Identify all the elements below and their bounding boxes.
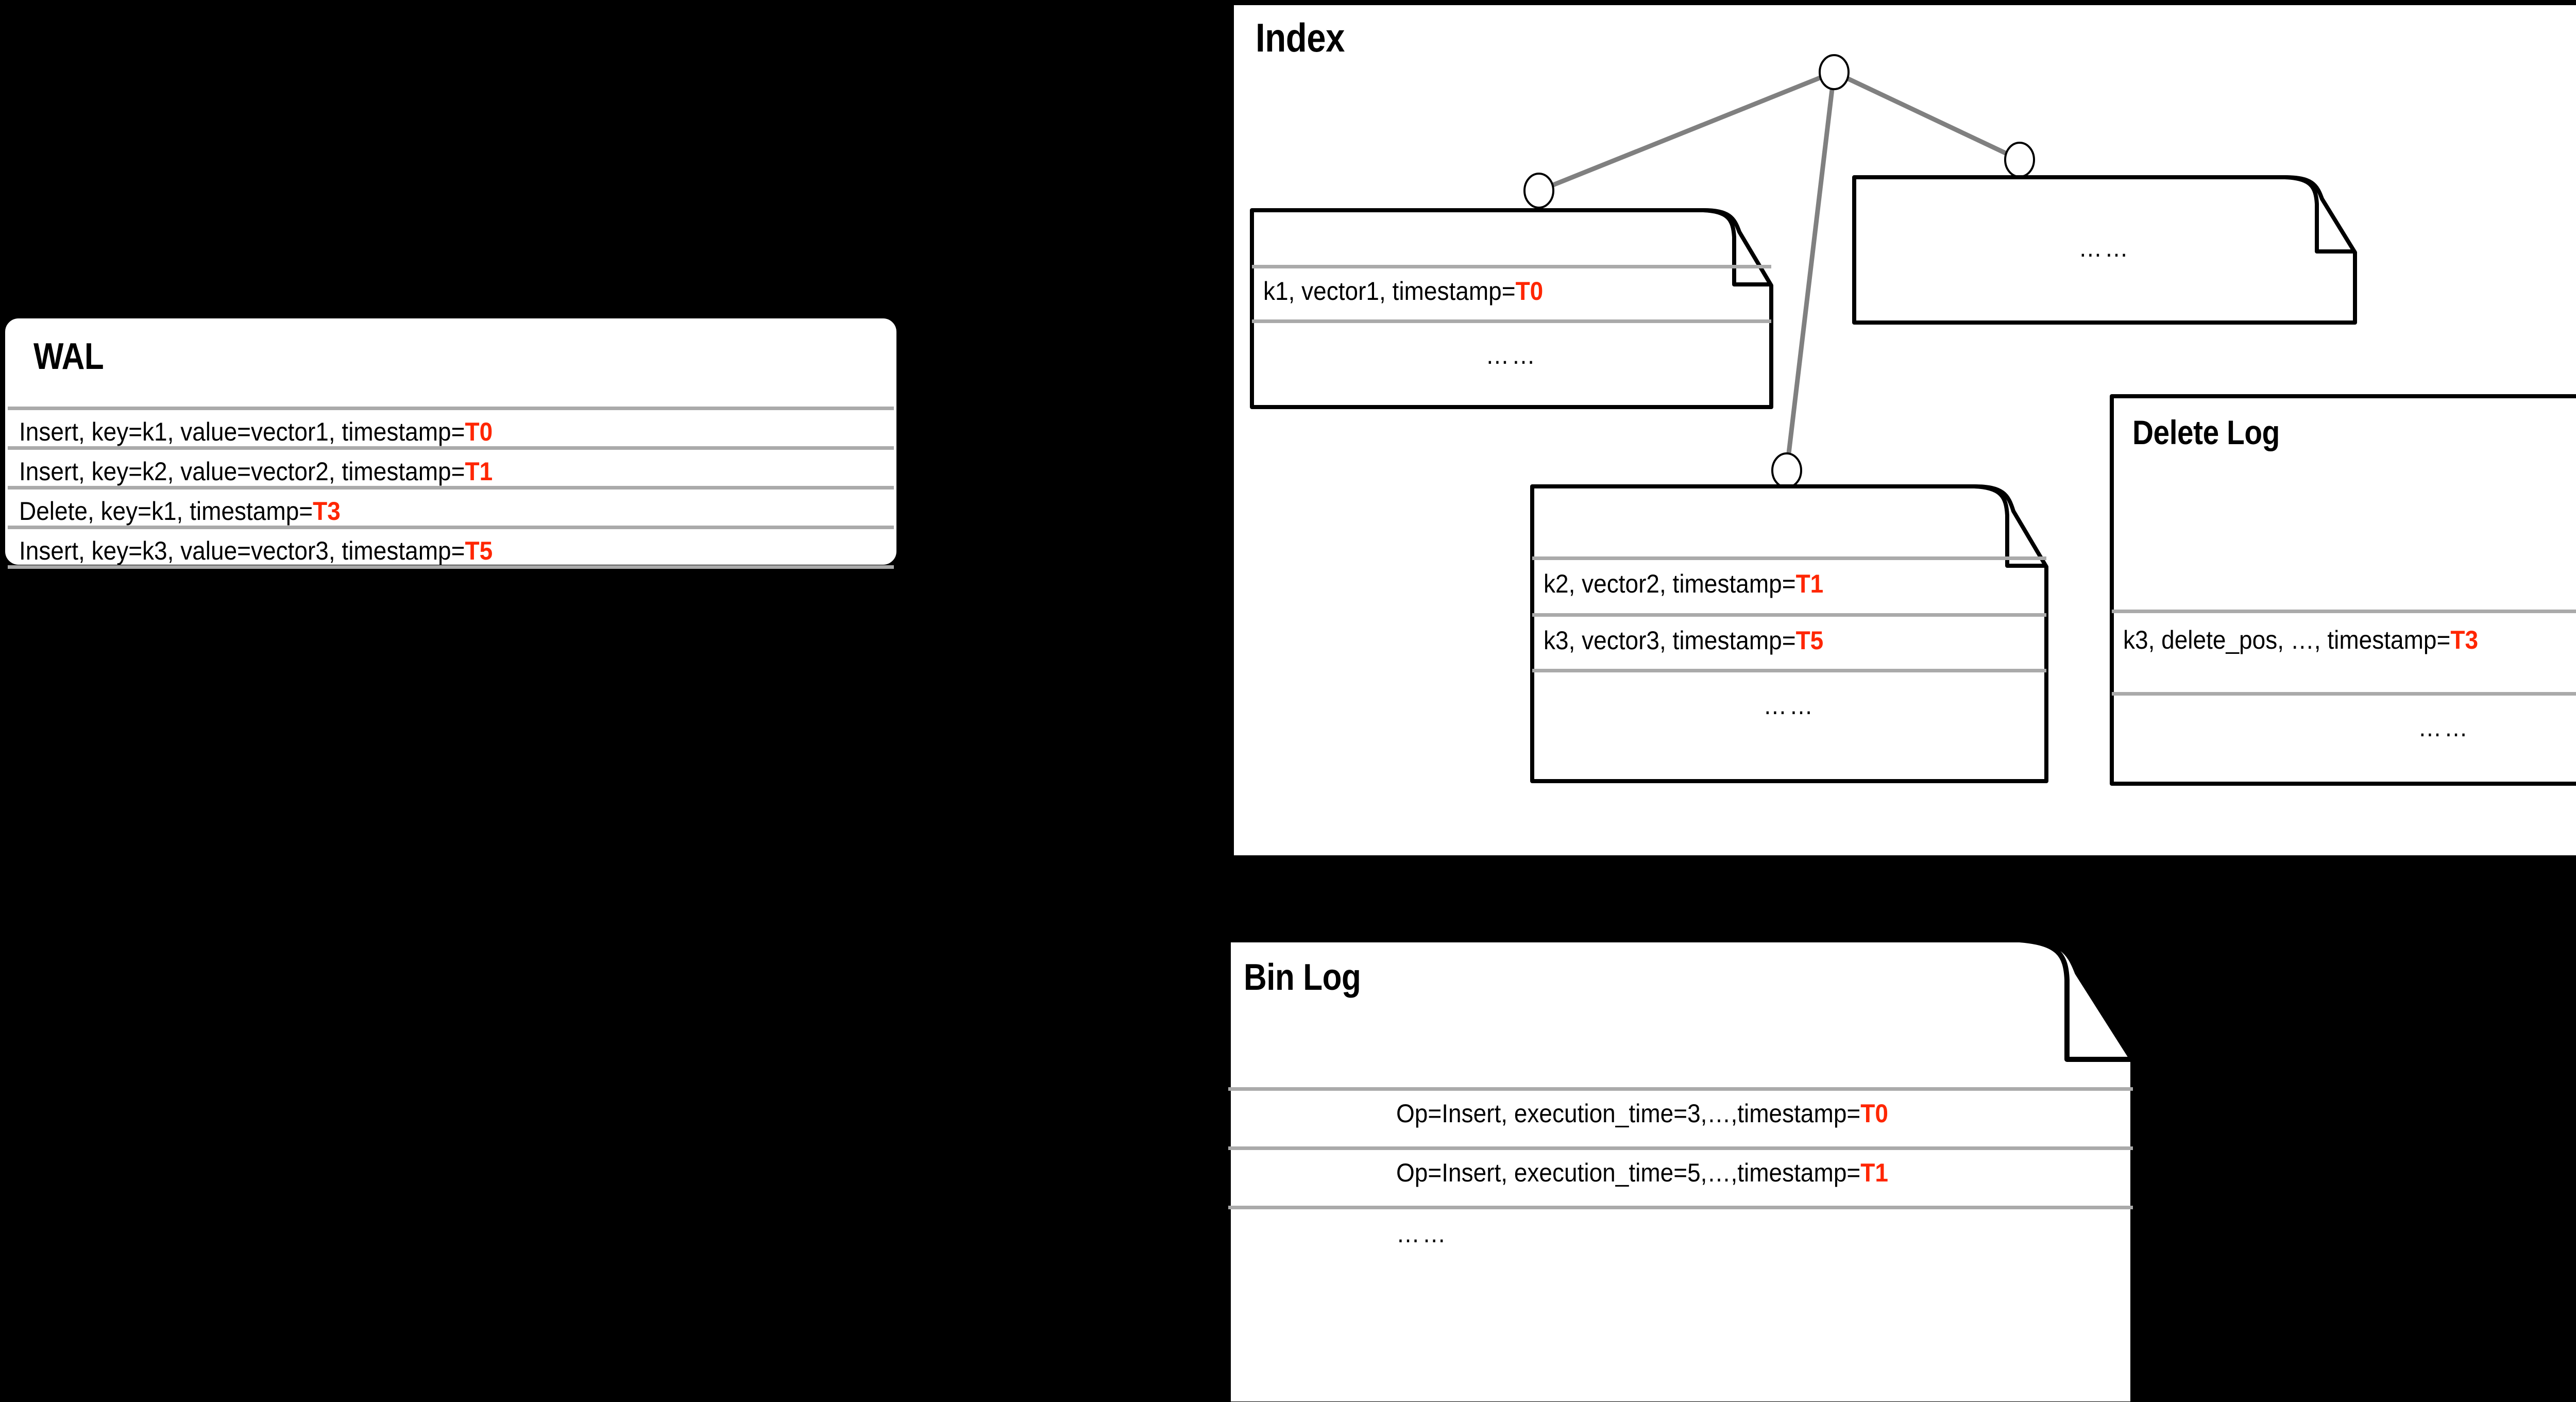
segment-k2-k3-rule-0 (1532, 556, 2046, 560)
tree-node-left (1523, 173, 1554, 209)
segment-k2-k3-row-0-text: k2, vector2, timestamp= (1544, 569, 1796, 598)
wal-row-0-timestamp: T0 (465, 417, 493, 446)
segment-ellipsis-row-0: …… (2078, 233, 2131, 262)
wal-rule-0 (8, 407, 894, 410)
wal-row-3-timestamp: T5 (465, 536, 493, 565)
segment-k2-k3-row-1: k3, vector3, timestamp=T5 (1544, 626, 1823, 655)
bin-log-row-0-timestamp: T0 (1860, 1099, 1888, 1128)
index-panel: Index (1234, 5, 2576, 855)
segment-k2-k3-row-0: k2, vector2, timestamp=T1 (1544, 569, 1823, 599)
segment-k1-row-1: …… (1485, 341, 1538, 369)
segment-k1-rule-1 (1252, 319, 1771, 323)
segment-ellipsis-paper (1852, 175, 2357, 325)
delete-log-row-0-text: k3, delete_pos, …, timestamp= (2123, 626, 2451, 654)
segment-k2-k3-rule-1 (1532, 613, 2046, 617)
delete-log-row-0-timestamp: T3 (2450, 626, 2479, 654)
wal-card: WAL Insert, key=k1, value=vector1, times… (5, 318, 896, 605)
segment-k2-k3-paper (1530, 484, 2048, 783)
bin-log-rule-2 (1228, 1206, 2133, 1209)
wal-row-2-timestamp: T3 (313, 497, 341, 526)
wal-row-1-timestamp: T1 (465, 457, 493, 486)
bin-log-paper (1226, 937, 2136, 1402)
segment-k2-k3-row-2: …… (1763, 691, 1816, 720)
segment-ellipsis-doc: …… (1852, 175, 2357, 325)
bin-log-row-0: Op=Insert, execution_time=3,…,timestamp=… (1396, 1099, 1888, 1128)
wal-row-4-text: …… (19, 576, 72, 605)
segment-k1-row-0-text: k1, vector1, timestamp= (1263, 277, 1516, 306)
wal-row-0-text: Insert, key=k1, value=vector1, timestamp… (19, 417, 465, 446)
segment-k2-k3-row-1-text: k3, vector3, timestamp= (1544, 626, 1796, 655)
bin-log-row-2: …… (1396, 1219, 1449, 1248)
wal-row-2: Delete, key=k1, timestamp=T3 (19, 496, 341, 526)
segment-k1-row-0: k1, vector1, timestamp=T0 (1263, 276, 1543, 306)
bin-log-row-0-text: Op=Insert, execution_time=3,…,timestamp= (1396, 1099, 1861, 1128)
bin-log-rule-0 (1228, 1087, 2133, 1091)
wal-rule-1 (8, 446, 894, 450)
tree-edge-root-bottom (1784, 72, 1837, 471)
wal-rule-4 (8, 565, 894, 569)
bin-log-doc: Bin Log Op=Insert, execution_time=3,…,ti… (1226, 937, 2228, 1402)
segment-k1-rule-0 (1252, 265, 1771, 268)
bin-log-row-1-text: Op=Insert, execution_time=5,…,timestamp= (1396, 1158, 1861, 1187)
tree-node-root (1819, 54, 1850, 90)
wal-row-4: …… (19, 576, 71, 605)
bin-log-row-1-timestamp: T1 (1860, 1158, 1888, 1187)
segment-k2-k3-row-0-timestamp: T1 (1795, 569, 1824, 598)
wal-title: WAL (33, 336, 104, 377)
wal-rule-2 (8, 486, 894, 489)
bin-log-row-1: Op=Insert, execution_time=5,…,timestamp=… (1396, 1158, 1888, 1188)
wal-row-0: Insert, key=k1, value=vector1, timestamp… (19, 417, 493, 447)
segment-k1-paper (1250, 208, 1773, 409)
segment-k1-row-0-timestamp: T0 (1515, 277, 1544, 306)
tree-edge-root-right (1833, 70, 2021, 162)
wal-rule-3 (8, 526, 894, 529)
wal-row-1: Insert, key=k2, value=vector2, timestamp… (19, 457, 493, 486)
delete-log-rule-1 (2112, 692, 2576, 696)
delete-log-row-0: k3, delete_pos, …, timestamp=T3 (2123, 625, 2478, 655)
delete-log-title: Delete Log (2132, 413, 2280, 451)
delete-log-rule-0 (2112, 610, 2576, 613)
wal-row-3: Insert, key=k3, value=vector3, timestamp… (19, 536, 493, 566)
delete-log-row-1: …… (2418, 713, 2470, 742)
tree-node-bottom (1771, 452, 1802, 488)
bin-log-title: Bin Log (1244, 957, 1361, 998)
delete-log-paper (2110, 394, 2576, 786)
segment-k2-k3-doc: k2, vector2, timestamp=T1 k3, vector3, t… (1530, 484, 2048, 783)
wal-row-3-text: Insert, key=k3, value=vector3, timestamp… (19, 536, 465, 565)
delete-log-doc: Delete Log k3, delete_pos, …, timestamp=… (2110, 394, 2576, 786)
tree-node-right (2004, 142, 2035, 178)
wal-row-1-text: Insert, key=k2, value=vector2, timestamp… (19, 457, 465, 486)
tree-edge-root-left (1538, 70, 1835, 193)
wal-row-2-text: Delete, key=k1, timestamp= (19, 497, 313, 526)
bin-log-rule-1 (1228, 1146, 2133, 1150)
segment-k2-k3-row-1-timestamp: T5 (1795, 626, 1824, 655)
segment-k1-doc: k1, vector1, timestamp=T0 …… (1250, 208, 1773, 409)
index-title: Index (1256, 15, 1345, 60)
segment-k2-k3-rule-2 (1532, 669, 2046, 672)
